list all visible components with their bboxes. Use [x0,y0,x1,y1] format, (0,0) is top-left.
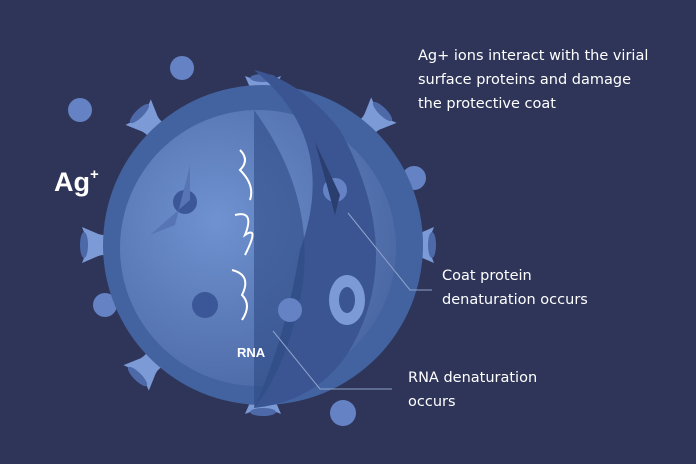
annotation-line: the protective coat [418,96,556,112]
annotation-line: surface proteins and damage [418,72,632,88]
annotation-line: RNA denaturation [408,370,538,386]
ag-ion-label: Ag+ [54,166,99,197]
annotation-line: Ag+ ions interact with the virial [418,48,649,64]
rna-label: RNA [237,345,266,360]
coat-leader-line [347,212,432,291]
coat-annotation: Coat protein denaturation occurs [442,264,588,312]
rna-annotation: RNA denaturation occurs [408,366,537,414]
rna-leader-line [272,330,392,390]
surface-annotation: Ag+ ions interact with the virial surfac… [418,44,648,116]
annotation-line: denaturation occurs [442,292,588,308]
rna-strand [231,149,254,321]
annotation-line: Coat protein [442,268,532,284]
annotation-line: occurs [408,394,456,410]
